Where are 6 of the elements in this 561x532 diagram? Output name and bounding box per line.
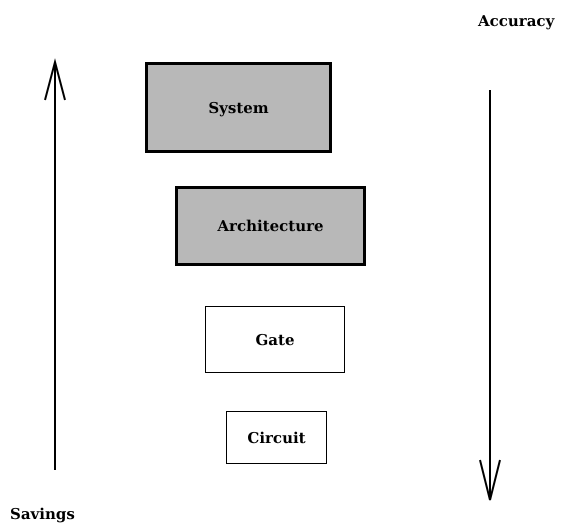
- axis-label: Accuracy: [478, 12, 554, 30]
- layer-box: System: [145, 62, 332, 153]
- layer-box: Circuit: [226, 411, 327, 464]
- layer-box: Gate: [205, 306, 345, 373]
- axis-label: Savings: [10, 505, 75, 523]
- layer-box: Architecture: [175, 186, 366, 266]
